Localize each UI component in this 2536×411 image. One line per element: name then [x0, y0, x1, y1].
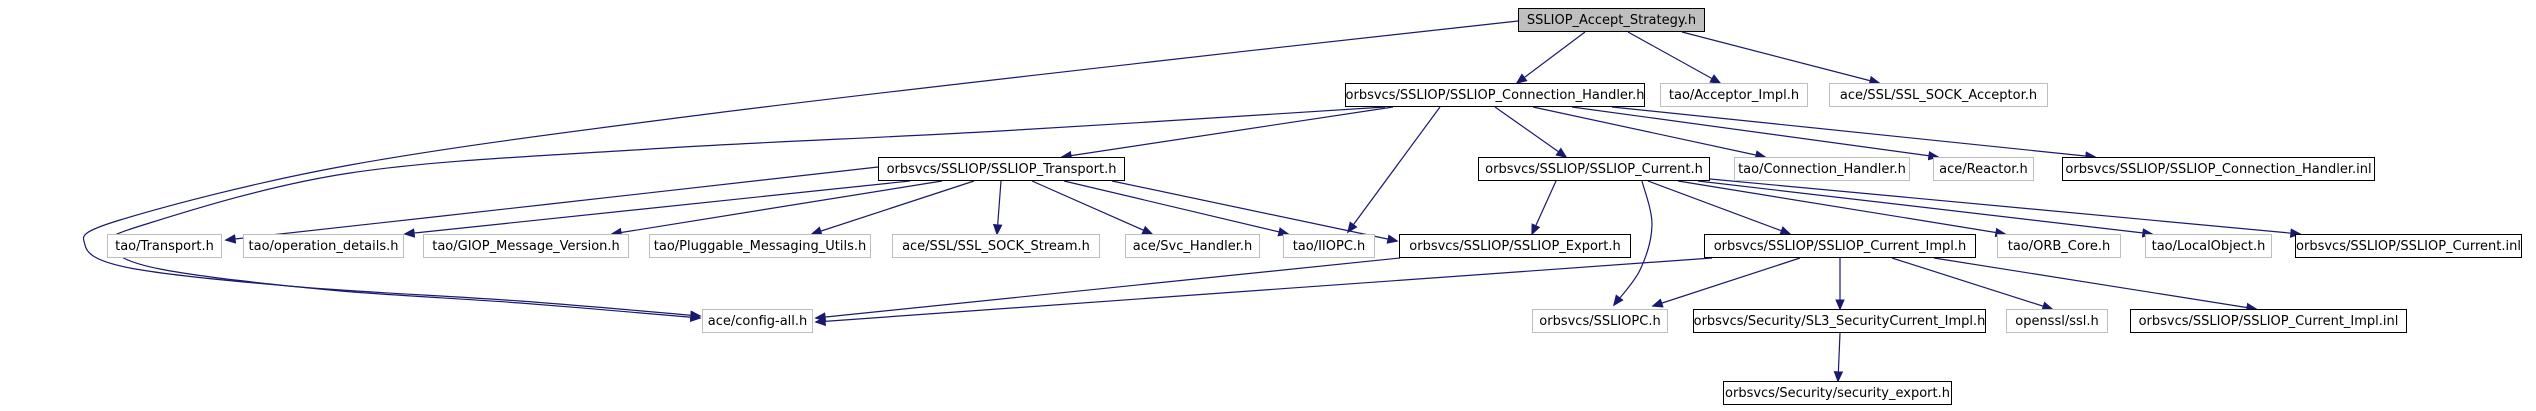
edge-ssliop-transport--tao-transport	[224, 166, 879, 244]
node-ssliop-connection-handler[interactable]: orbsvcs/SSLIOP/SSLIOP_Connection_Handler…	[1345, 83, 1645, 107]
edge-ssliop-connection-handler--ssliop-current	[1494, 106, 1568, 158]
edge-accept-strategy--config-all	[82, 20, 1519, 320]
edge-ssliop-connection-handler--ace-reactor	[1571, 106, 1940, 161]
node-sl3-security-current-impl[interactable]: orbsvcs/Security/SL3_SecurityCurrent_Imp…	[1693, 309, 1986, 333]
node-giop-message-version: tao/GIOP_Message_Version.h	[423, 234, 629, 258]
node-ssliopc: orbsvcs/SSLIOPC.h	[1532, 309, 1668, 333]
node-config-all: ace/config-all.h	[702, 309, 813, 333]
node-tao-transport: tao/Transport.h	[107, 234, 222, 258]
node-ssliop-current-inl[interactable]: orbsvcs/SSLIOP/SSLIOP_Current.inl	[2295, 234, 2522, 258]
node-ssliop-current-impl-inl[interactable]: orbsvcs/SSLIOP/SSLIOP_Current_Impl.inl	[2130, 309, 2407, 333]
edge-ssliop-connection-handler--config-all	[108, 106, 1386, 322]
edge-ssliop-connection-handler--tao-connection-handler	[1532, 106, 1767, 160]
node-orb-core: tao/ORB_Core.h	[1997, 234, 2121, 258]
edge-accept-strategy--ssl-sock-acceptor	[1681, 31, 1881, 86]
node-ssliop-current-impl[interactable]: orbsvcs/SSLIOP/SSLIOP_Current_Impl.h	[1704, 234, 1976, 258]
node-iiopc: tao/IIOPC.h	[1283, 234, 1375, 258]
edge-ssliop-current--ssliopc	[1612, 180, 1653, 307]
edge-ssliop-current-impl--openssl-ssl	[1891, 257, 2054, 311]
edge-accept-strategy--acceptor-impl	[1627, 31, 1722, 84]
node-pluggable-messaging-utils: tao/Pluggable_Messaging_Utils.h	[649, 234, 871, 258]
node-security-export[interactable]: orbsvcs/Security/security_export.h	[1723, 381, 1952, 405]
node-ssliop-transport[interactable]: orbsvcs/SSLIOP/SSLIOP_Transport.h	[878, 157, 1125, 181]
edge-ssliop-transport--ssl-sock-stream	[992, 180, 1003, 236]
node-ssl-sock-acceptor: ace/SSL/SSL_SOCK_Acceptor.h	[1829, 83, 2048, 107]
edge-sl3-security-current-impl--security-export	[1833, 332, 1844, 383]
edge-ssliop-export--config-all	[814, 257, 1401, 322]
edge-ssliop-transport--ssliop-export	[1111, 180, 1399, 244]
node-operation-details: tao/operation_details.h	[243, 234, 404, 258]
node-svc-handler: ace/Svc_Handler.h	[1125, 234, 1260, 258]
edge-ssliop-current-impl--config-all	[814, 257, 1713, 327]
node-local-object: tao/LocalObject.h	[2145, 234, 2272, 258]
edge-ssliop-current--ssliop-export	[1531, 180, 1557, 236]
edge-ssliop-transport--giop-message-version	[610, 180, 943, 238]
edge-ssliop-transport--operation-details	[403, 180, 911, 238]
edge-ssliop-connection-handler--ssliop-connection-handler-inl	[1611, 106, 2097, 161]
node-ssliop-connection-handler-inl[interactable]: orbsvcs/SSLIOP/SSLIOP_Connection_Handler…	[2062, 157, 2375, 181]
node-ssliop-current[interactable]: orbsvcs/SSLIOP/SSLIOP_Current.h	[1478, 157, 1710, 181]
edge-ssliop-connection-handler--iiopc	[1346, 106, 1441, 234]
node-ssliop-export[interactable]: orbsvcs/SSLIOP/SSLIOP_Export.h	[1399, 234, 1631, 258]
edge-ssliop-current--local-object	[1697, 180, 2154, 238]
edge-accept-strategy--ssliop-connection-handler	[1515, 31, 1586, 85]
node-ace-reactor: ace/Reactor.h	[1933, 157, 2034, 181]
edge-ssliop-current--ssliop-current-inl	[1709, 178, 2302, 238]
edge-ssliop-current--ssliop-current-impl	[1647, 180, 1792, 236]
edge-ssliop-current--orb-core	[1677, 180, 2007, 238]
node-accept-strategy: SSLIOP_Accept_Strategy.h	[1518, 8, 1705, 32]
node-ssl-sock-stream: ace/SSL/SSL_SOCK_Stream.h	[892, 234, 1100, 258]
edge-ssliop-current-impl--ssliop-current-impl-inl	[1933, 257, 2258, 313]
node-tao-connection-handler: tao/Connection_Handler.h	[1734, 157, 1910, 181]
edge-ssliop-current-impl--ssliopc	[1651, 257, 1801, 308]
edge-ssliop-transport--pluggable-messaging-utils	[810, 180, 975, 236]
node-openssl-ssl: openssl/ssl.h	[2006, 309, 2108, 333]
edge-ssliop-transport--iiopc	[1063, 180, 1290, 237]
edge-ssliop-connection-handler--ssliop-transport	[1060, 106, 1394, 161]
node-acceptor-impl: tao/Acceptor_Impl.h	[1660, 83, 1808, 107]
edge-ssliop-transport--svc-handler	[1031, 180, 1154, 235]
